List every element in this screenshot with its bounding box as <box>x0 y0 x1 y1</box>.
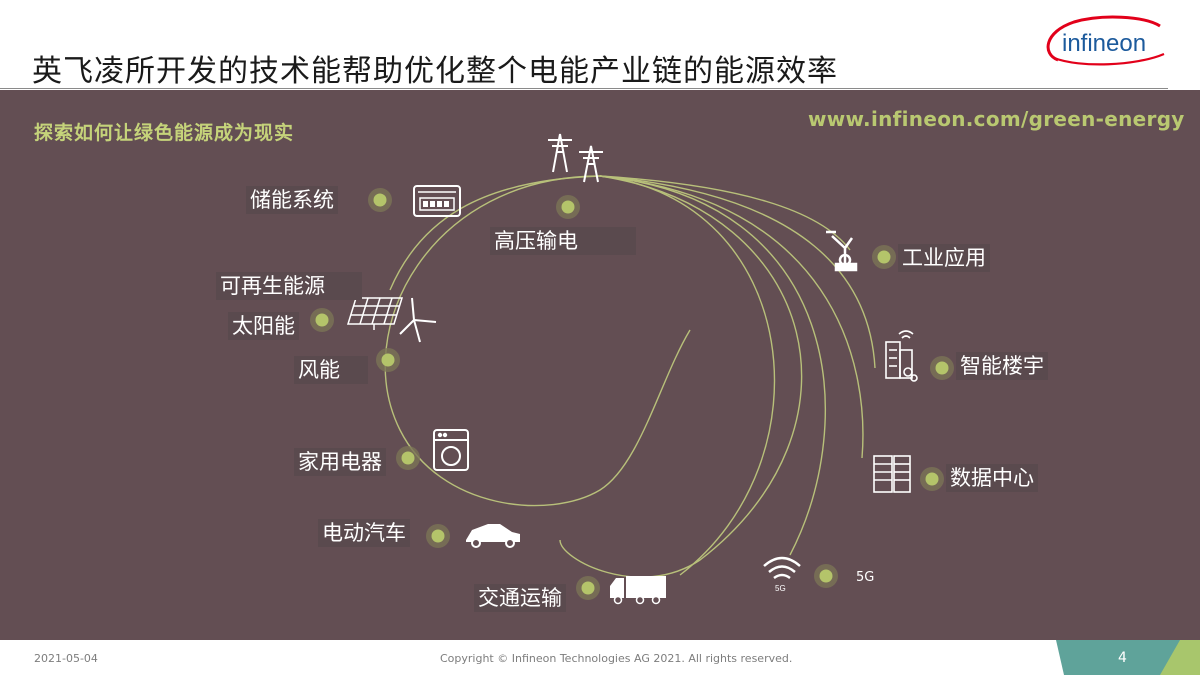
footer-date: 2021-05-04 <box>34 652 98 665</box>
label-solar: 太阳能 <box>228 312 299 340</box>
footer-green-band <box>1160 640 1200 675</box>
dot-grid <box>556 195 580 219</box>
label-storage: 储能系统 <box>246 186 338 214</box>
label-building: 智能楼宇 <box>956 352 1048 380</box>
dot-industry <box>872 245 896 269</box>
dot-wind <box>376 348 400 372</box>
wifi-5g-icon-text: 5G <box>775 584 786 593</box>
connector-building <box>599 175 876 369</box>
green-energy-link[interactable]: www.infineon.com/green-energy <box>808 107 1185 131</box>
connector-industry <box>599 175 851 251</box>
slide-title: 英飞凌所开发的技术能帮助优化整个电能产业链的能源效率 <box>32 54 838 89</box>
dot-storage <box>368 188 392 212</box>
energy-chain-diagram: 5G <box>310 133 954 605</box>
label-industry: 工业应用 <box>898 244 990 272</box>
dot-building <box>930 356 954 380</box>
footer-teal-band <box>1056 640 1200 675</box>
node-dots <box>310 188 954 600</box>
dot-ev <box>426 524 450 548</box>
washing-machine-icon <box>433 429 469 471</box>
label-transport: 交通运输 <box>474 584 566 612</box>
label-datacenter: 数据中心 <box>946 464 1038 492</box>
title-divider <box>0 88 1168 89</box>
dot-solar <box>310 308 334 332</box>
connection-lines <box>384 175 876 578</box>
car-icon <box>466 524 520 548</box>
footer-decoration <box>1056 640 1200 675</box>
wifi-5g-icon: 5G <box>763 556 801 593</box>
solar-panel-icon <box>346 297 404 330</box>
smart-building-icon <box>885 330 918 382</box>
label-5g: 5G <box>856 570 875 585</box>
wind-turbine-icon <box>399 297 437 343</box>
robot-arm-icon <box>826 230 858 272</box>
dot-transport <box>576 576 600 600</box>
connector-5g <box>599 175 826 556</box>
connector-circle <box>384 175 691 507</box>
label-grid: 高压输电 <box>490 227 636 255</box>
label-appliance: 家用电器 <box>294 448 386 476</box>
power-tower-icon <box>548 133 603 183</box>
panel-subtitle: 探索如何让绿色能源成为现实 <box>34 122 295 144</box>
dot-appliance <box>396 446 420 470</box>
logo-text: infineon <box>1062 30 1146 57</box>
page-number: 4 <box>1118 650 1127 666</box>
connector-ev <box>559 175 803 578</box>
label-renewable: 可再生能源 <box>216 272 362 300</box>
footer-copyright: Copyright © Infineon Technologies AG 202… <box>440 652 793 665</box>
label-ev: 电动汽车 <box>318 519 410 547</box>
battery-storage-icon <box>413 185 461 217</box>
dot-datacenter <box>920 467 944 491</box>
dot-5g <box>814 564 838 588</box>
infineon-logo: infineon <box>1046 15 1165 66</box>
connector-transport <box>599 175 776 576</box>
label-wind: 风能 <box>294 356 368 384</box>
server-rack-icon <box>873 455 911 493</box>
connector-datacenter <box>599 175 864 459</box>
truck-icon <box>610 576 666 605</box>
